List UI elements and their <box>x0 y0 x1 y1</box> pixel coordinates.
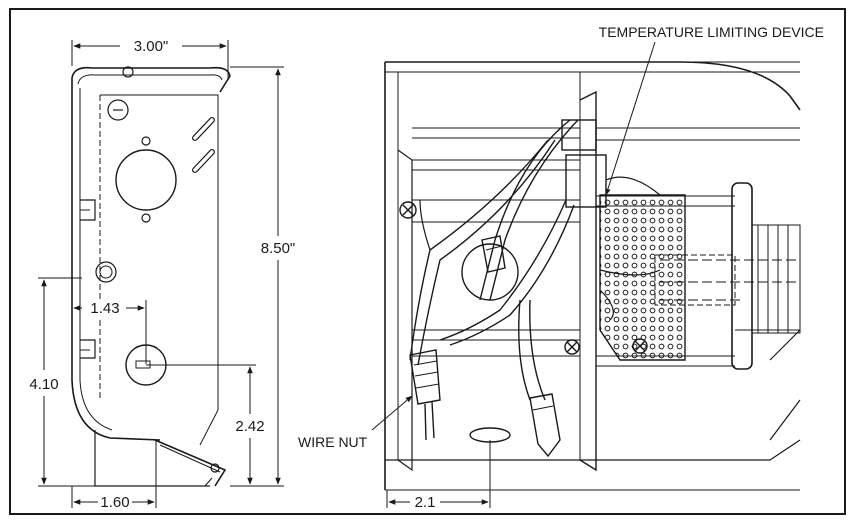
dim-bottom-offset-label: 1.60 <box>100 494 129 511</box>
perforated-plate <box>599 194 686 361</box>
mounting-hole <box>107 99 129 121</box>
wire-nut-callout: WIRE NUT <box>298 434 368 450</box>
divider-panel <box>579 90 597 472</box>
end-section-view <box>71 66 231 487</box>
wire-nut <box>409 349 441 441</box>
temperature-limiting-device-callout: TEMPERATURE LIMITING DEVICE <box>599 24 824 40</box>
bottom-lip <box>154 439 227 487</box>
left-dimensions <box>38 40 284 508</box>
dim-knockout-height-label: 2.42 <box>235 418 264 435</box>
right-dimensions <box>371 41 656 508</box>
bottom-knockout <box>469 427 511 443</box>
wiring-compartment-view <box>384 61 801 491</box>
dim-height-label: 8.50" <box>261 240 296 257</box>
dim-right-bottom-offset-label: 2.1 <box>415 494 436 511</box>
screw-terminal <box>399 201 417 219</box>
right-labels: TEMPERATURE LIMITING DEVICE WIRE NUT 2.1 <box>298 24 824 511</box>
wire-nut-3 <box>481 235 506 273</box>
wire-nut-2 <box>529 393 561 458</box>
large-knockout <box>115 149 177 211</box>
dim-lower-height-label: 4.10 <box>29 376 58 393</box>
left-labels: 3.00" 8.50" 1.43 4.10 2.42 1.60 <box>22 37 300 511</box>
dim-width-label: 3.00" <box>134 38 169 55</box>
cap-hook <box>122 66 134 78</box>
back-wall <box>71 78 161 441</box>
temperature-limiting-device <box>561 119 597 151</box>
top-cap <box>71 66 231 93</box>
dim-knockout-offset-label: 1.43 <box>90 300 119 317</box>
